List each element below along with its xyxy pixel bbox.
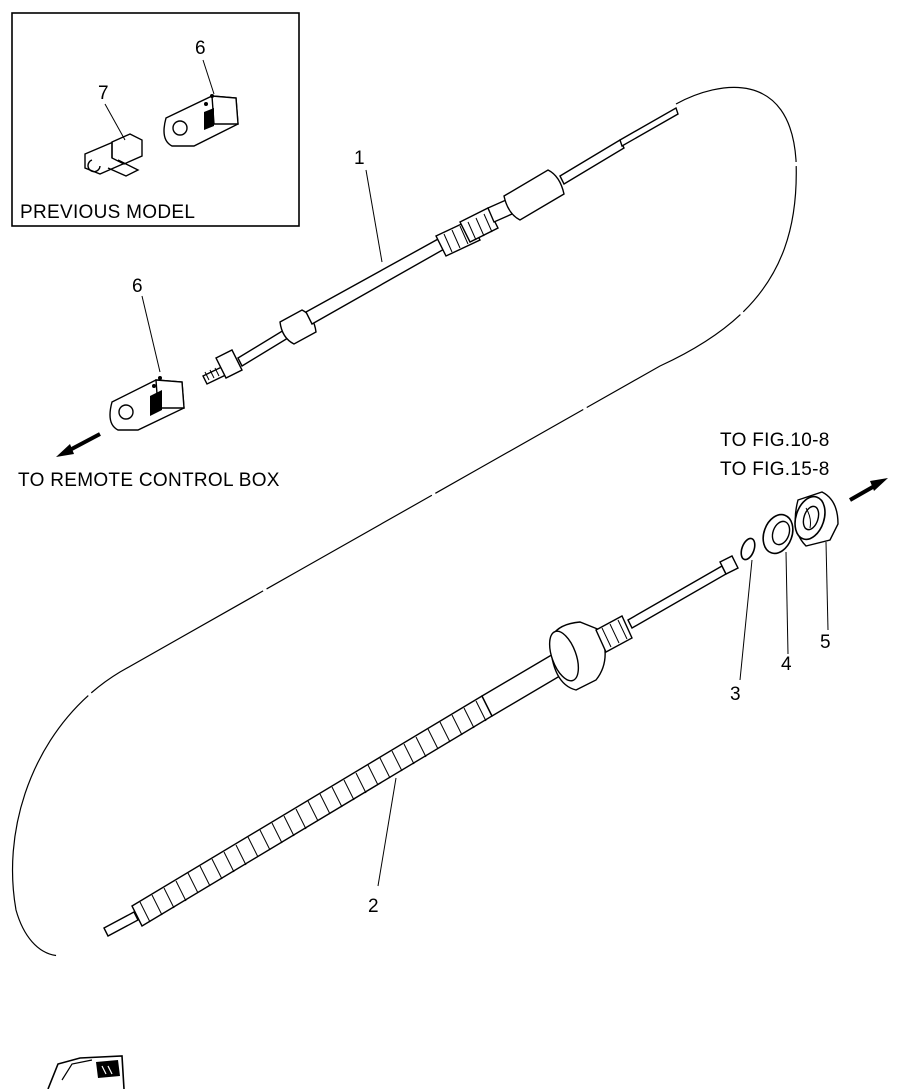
leader-3 xyxy=(739,559,753,681)
leader-7 xyxy=(104,103,126,141)
arrow-right-icon xyxy=(849,478,888,502)
label-fig-10-8: TO FIG.10-8 xyxy=(720,430,830,451)
callout-3: 3 xyxy=(730,684,741,705)
callout-4: 4 xyxy=(781,654,792,675)
leader-6 xyxy=(141,295,161,373)
clip-part-7 xyxy=(84,133,143,177)
cable-loop xyxy=(11,86,797,957)
leader-4 xyxy=(785,551,789,655)
callout-1: 1 xyxy=(354,148,365,169)
corrugation xyxy=(139,700,487,923)
cable-upper-1 xyxy=(202,106,679,385)
callout-2: 2 xyxy=(368,896,379,917)
callout-7: 7 xyxy=(98,83,109,104)
end-fitting-main xyxy=(109,376,185,431)
previous-model-inset: PREVIOUS MODEL 7 6 xyxy=(11,12,300,227)
o-ring-3 xyxy=(740,537,756,561)
leader-2 xyxy=(377,777,397,887)
label-fig-15-8: TO FIG.15-8 xyxy=(720,459,830,480)
washer-4 xyxy=(762,513,794,555)
callout-6: 6 xyxy=(132,276,143,297)
cable-lower-2 xyxy=(103,555,739,937)
leader-1 xyxy=(365,169,383,263)
callout-5: 5 xyxy=(820,632,831,653)
nut-5 xyxy=(794,491,839,547)
arrow-left-icon xyxy=(56,432,101,457)
inset-caption: PREVIOUS MODEL xyxy=(20,202,195,223)
callout-6-inset: 6 xyxy=(195,38,206,59)
label-remote-control-box: TO REMOTE CONTROL BOX xyxy=(18,470,280,491)
leader-6-inset xyxy=(202,59,215,95)
leader-5 xyxy=(825,541,829,631)
tag-icon xyxy=(47,1055,125,1089)
end-fitting-inset xyxy=(163,94,239,147)
